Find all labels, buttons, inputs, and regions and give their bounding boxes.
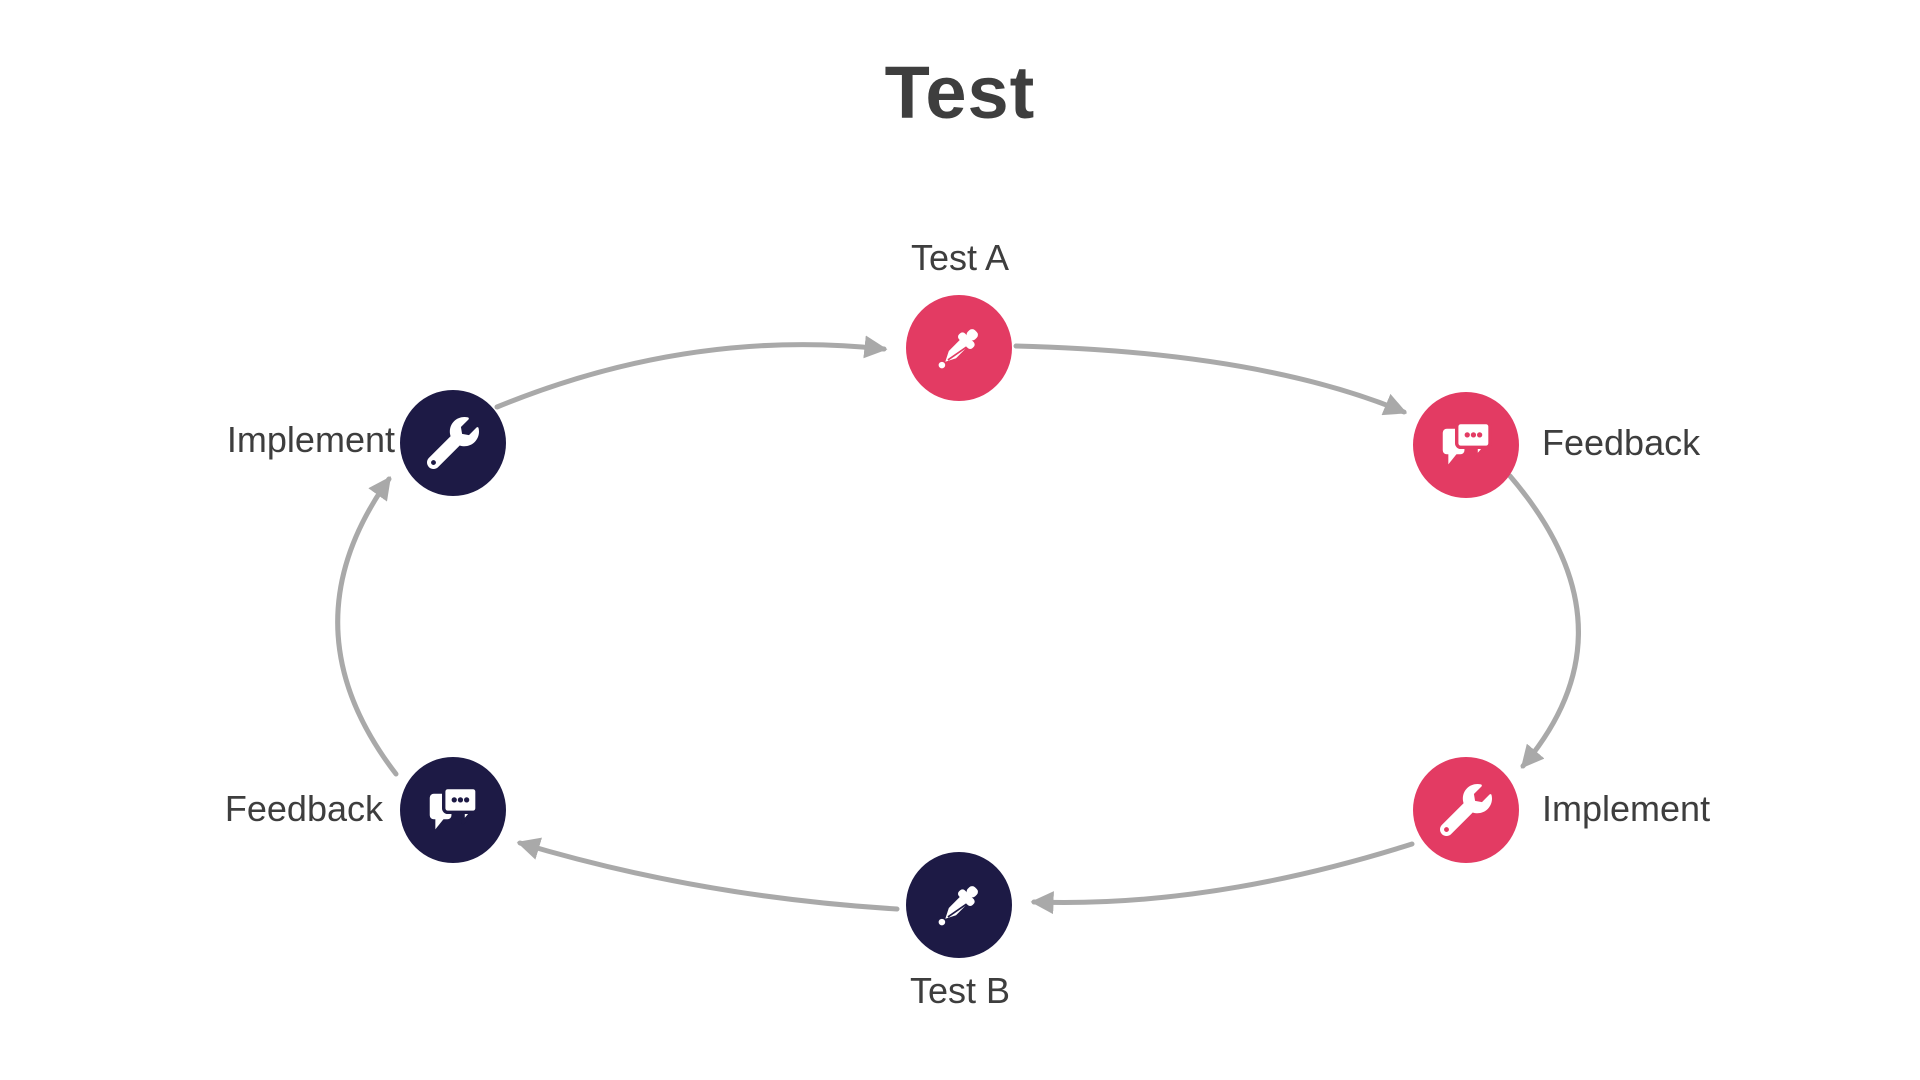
arrow-implement-tl-to-test-a <box>494 335 888 410</box>
node-label-implement-bottom-right: Implement <box>1542 788 1711 829</box>
eyedropper-icon <box>928 317 990 379</box>
diagram-title: Test <box>884 51 1036 134</box>
node-label-implement-top-left: Implement <box>226 419 395 460</box>
node-implement-top-left <box>400 390 506 496</box>
node-feedback-right <box>1413 392 1519 498</box>
node-label-test-a: Test A <box>910 237 1010 278</box>
arrow-implement-br-to-test-b <box>1030 841 1415 915</box>
node-label-feedback-right: Feedback <box>1542 422 1701 463</box>
arrow-feedback-r-to-implement-br <box>1507 473 1581 769</box>
eyedropper-icon <box>928 874 990 936</box>
node-label-test-b: Test B <box>909 970 1011 1011</box>
node-implement-bottom-right <box>1413 757 1519 863</box>
chat-bubbles-icon <box>1435 414 1497 476</box>
arrow-test-a-to-feedback-r <box>1013 343 1408 416</box>
wrench-icon <box>1440 784 1492 836</box>
arrow-test-b-to-feedback-bl <box>516 837 900 912</box>
wrench-icon <box>427 417 479 469</box>
node-label-feedback-bottom-left: Feedback <box>224 788 383 829</box>
node-test-b <box>906 852 1012 958</box>
arrow-feedback-bl-to-implement-tl <box>335 476 399 777</box>
chat-bubbles-icon <box>422 779 484 841</box>
node-test-a <box>906 295 1012 401</box>
node-feedback-bottom-left <box>400 757 506 863</box>
